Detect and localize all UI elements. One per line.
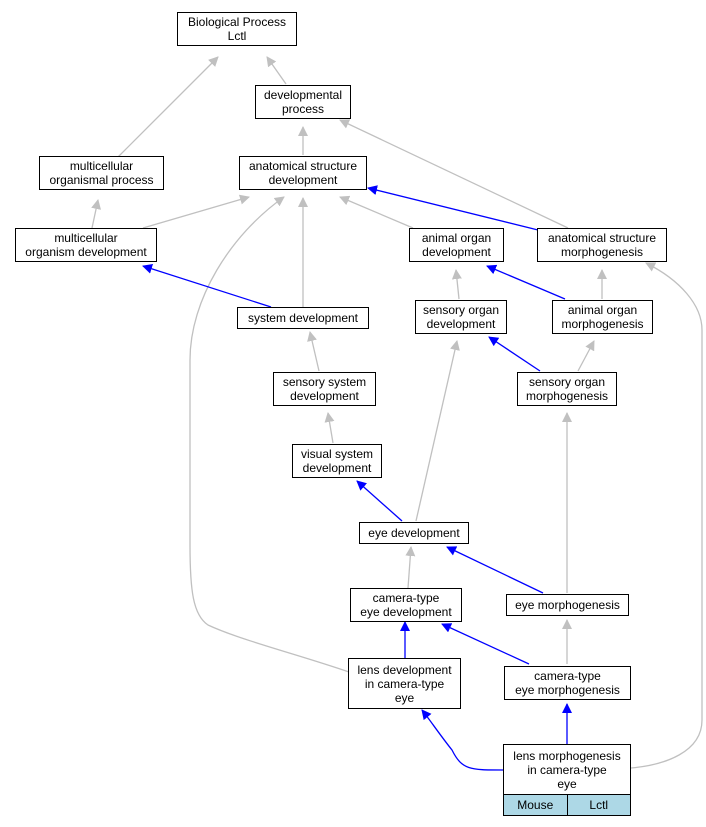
node-animal-organ-development[interactable]: animal organ development (409, 228, 504, 262)
edge-ssdev-sysdev (307, 331, 320, 372)
node-anatomical-structure-development[interactable]: anatomical structure development (239, 156, 367, 190)
node-eye-morphogenesis[interactable]: eye morphogenesis (506, 594, 629, 616)
node-lens-development[interactable]: lens development in camera-type eye (348, 658, 461, 709)
node-sensory-system-development[interactable]: sensory system development (273, 372, 376, 406)
node-animal-organ-morphogenesis[interactable]: animal organ morphogenesis (552, 300, 653, 334)
node-system-development[interactable]: system development (237, 307, 369, 329)
node-camera-type-eye-morphogenesis[interactable]: camera-type eye morphogenesis (504, 666, 631, 700)
edge-ctdev-eyedev (405, 546, 416, 589)
node-sensory-organ-morphogenesis[interactable]: sensory organ morphogenesis (517, 372, 617, 406)
node-eye-development[interactable]: eye development (359, 522, 469, 544)
tag-mouse[interactable]: Mouse (503, 794, 568, 816)
node-developmental-process[interactable]: developmental process (255, 85, 351, 119)
edge-somorph-aomorph (577, 340, 595, 372)
edge-eyemorph-eyedev (446, 546, 544, 594)
edge-eyedev-visdev (356, 480, 403, 522)
node-visual-system-development[interactable]: visual system development (292, 444, 382, 478)
node-biological-process[interactable]: Biological Process Lctl (177, 12, 297, 46)
edge-lensmorph-asmorph (630, 262, 703, 769)
edge-sodev-aodev (451, 269, 462, 300)
edge-lensmorph-lensdev (421, 709, 504, 771)
edge-asmorph-devproc (339, 119, 569, 229)
node-multicellular-organismal-process[interactable]: multicellular organismal process (39, 156, 164, 190)
edge-devproc-bio (266, 56, 287, 85)
node-anatomical-structure-morphogenesis[interactable]: anatomical structure morphogenesis (537, 228, 667, 262)
edge-visdev-ssdev (324, 412, 335, 444)
edge-mcproc-bio (117, 56, 219, 158)
edge-somorph-sodev (488, 336, 541, 372)
edge-eyedev-sodev (415, 340, 460, 522)
node-multicellular-organism-development[interactable]: multicellular organism development (15, 228, 157, 262)
tag-lctl[interactable]: Lctl (567, 794, 631, 816)
node-sensory-organ-development[interactable]: sensory organ development (415, 300, 507, 334)
node-lens-morphogenesis[interactable]: lens morphogenesis in camera-type eye (503, 744, 631, 795)
edge-mcdev-mcproc (91, 199, 102, 229)
edge-aomorph-aodev (486, 264, 566, 300)
edge-ctmorph-ctdev (441, 623, 530, 665)
edge-lensdev-asdev (189, 196, 350, 673)
edge-mcdev-asdev (142, 194, 250, 229)
node-camera-type-eye-development[interactable]: camera-type eye development (350, 588, 462, 622)
edge-aodev-asdev (339, 195, 414, 229)
edge-sysdev-mcdev (142, 263, 272, 308)
lens-morphogenesis-tags: Mouse Lctl (503, 794, 631, 816)
edge-asmorph-asdev (367, 185, 539, 231)
